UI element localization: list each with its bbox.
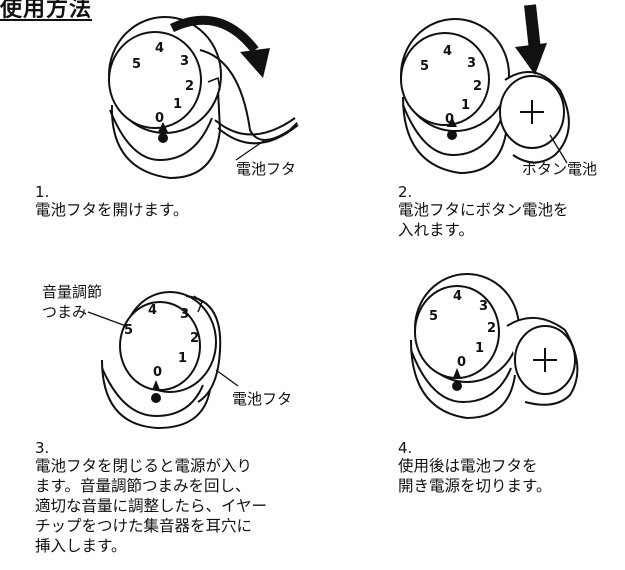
dial-number: 5 [124, 323, 133, 338]
dial-number: 0 [445, 112, 454, 127]
dial-number: 1 [178, 351, 187, 366]
step-3-line: チップをつけた集音器を耳穴に [35, 517, 253, 535]
dial-number: 2 [190, 331, 199, 346]
step-2-illustration: 0 1 2 3 4 5 + [395, 4, 595, 185]
dial-number: 3 [479, 299, 488, 314]
dial-number: 2 [473, 79, 482, 94]
step-3-line: ます。音量調節つまみを回し、 [35, 477, 251, 495]
dial-number: 2 [185, 79, 194, 94]
dial-number: 0 [457, 355, 466, 370]
step-4-number: 4. [398, 439, 413, 457]
dial-number: 3 [180, 54, 189, 69]
step-4-line: 使用後は電池フタを [398, 457, 538, 475]
step-1-description: 電池フタを開けます。 [35, 200, 188, 220]
dial-number: 4 [443, 44, 452, 59]
step-4-illustration: 0 1 2 3 4 5 [405, 270, 605, 425]
step-1-number: 1. [35, 183, 50, 201]
step-3-dial-label-line: 音量調節 [42, 283, 103, 301]
dial-number: 3 [467, 56, 476, 71]
dial-number: 4 [148, 303, 157, 318]
dial-number: 4 [155, 41, 164, 56]
dial-number: 5 [429, 309, 438, 324]
dial-number: 1 [461, 98, 470, 113]
step-3-dial-label-line: つまみ [42, 303, 88, 321]
step-3-callout-label: 電池フタ [232, 390, 293, 408]
step-2-callout-label: ボタン電池 [522, 160, 598, 178]
step-2-line: 入れます。 [398, 221, 474, 239]
step-2-number: 2. [398, 183, 413, 201]
step-2-description: 電池フタにボタン電池を 入れます。 [398, 200, 569, 240]
step-1-illustration: 0 1 2 3 4 5 [100, 10, 330, 185]
step-1-callout-label: 電池フタ [236, 160, 297, 178]
step-4-line: 開き電源を切ります。 [398, 477, 552, 495]
step-3-description: 電池フタを閉じると電源が入り ます。音量調節つまみを回し、 適切な音量に調整した… [35, 456, 267, 556]
dial-number: 1 [475, 341, 484, 356]
dial-number: 5 [132, 57, 141, 72]
page-title: 使用方法 [0, 0, 93, 22]
step-3-line: 適切な音量に調整したら、イヤー [35, 497, 268, 515]
step-2-line: 電池フタにボタン電池を [398, 201, 569, 219]
dial-number: 1 [173, 97, 182, 112]
step-3-number: 3. [35, 439, 50, 457]
step-4-description: 使用後は電池フタを 開き電源を切ります。 [398, 456, 551, 496]
step-1-line: 電池フタを開けます。 [35, 201, 189, 219]
step-3-illustration: 0 1 2 3 4 5 [87, 290, 298, 430]
step-3-line: 電池フタを閉じると電源が入り [35, 457, 253, 475]
dial-number: 4 [453, 289, 462, 304]
dial-number: 3 [180, 307, 189, 322]
dial-number: 2 [487, 321, 496, 336]
dial-number: 0 [155, 111, 164, 126]
dial-number: 5 [420, 59, 429, 74]
step-3-line: 挿入します。 [35, 537, 127, 555]
dial-number: 0 [153, 365, 162, 380]
step-3-dial-label: 音量調節 つまみ [42, 282, 102, 322]
